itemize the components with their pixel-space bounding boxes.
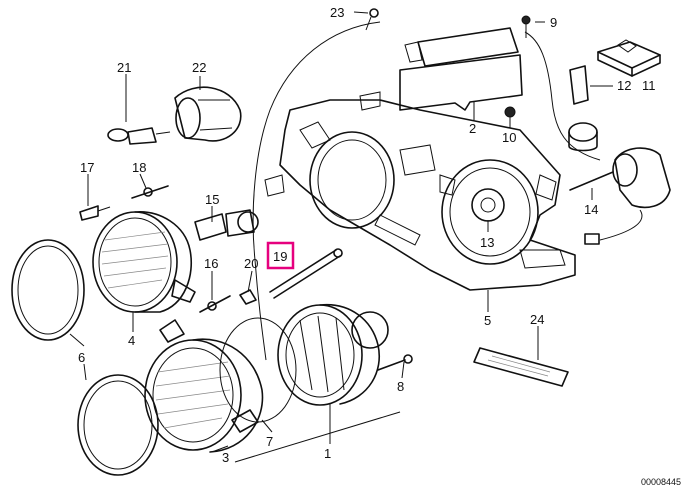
screw-17 xyxy=(79,205,111,221)
part-labels: 23 9 21 22 12 11 2 10 17 18 15 14 13 19 … xyxy=(78,5,681,487)
label-15: 15 xyxy=(205,192,219,207)
label-13: 13 xyxy=(480,235,494,250)
label-plate-24 xyxy=(473,347,569,387)
label-9: 9 xyxy=(550,15,557,30)
label-14: 14 xyxy=(584,202,598,217)
screw-16 xyxy=(199,295,231,313)
clip-12 xyxy=(569,65,589,105)
label-19: 19 xyxy=(273,249,287,264)
plug-housing-11 xyxy=(597,39,661,77)
label-1: 1 xyxy=(324,446,331,461)
label-22: 22 xyxy=(192,60,206,75)
nut-10 xyxy=(504,106,516,118)
reflector-1 xyxy=(277,303,389,406)
label-24: 24 xyxy=(530,312,544,327)
adjuster-screw-18 xyxy=(131,185,169,199)
label-20: 20 xyxy=(244,256,258,271)
spring-clip-20 xyxy=(239,289,257,305)
wire-to-plug xyxy=(524,31,601,161)
label-3: 3 xyxy=(222,450,229,465)
bulb-21 xyxy=(107,127,171,145)
label-5: 5 xyxy=(484,313,491,328)
lamp-unit-4 xyxy=(92,211,196,313)
bulb-socket-22 xyxy=(174,86,242,142)
document-id: 00008445 xyxy=(641,477,681,487)
adjuster-rod-19 xyxy=(269,248,343,299)
label-21: 21 xyxy=(117,60,131,75)
headlight-3 xyxy=(144,319,264,453)
wiring-loop xyxy=(252,21,381,361)
headlight-housing-5 xyxy=(264,99,576,291)
label-17: 17 xyxy=(80,160,94,175)
trim-ring-6b xyxy=(77,374,159,476)
screw-8 xyxy=(377,354,413,371)
screw-9 xyxy=(521,15,531,38)
control-module-2 xyxy=(359,27,523,111)
label-12: 12 xyxy=(617,78,631,93)
label-16: 16 xyxy=(204,256,218,271)
connector-socket xyxy=(568,122,598,152)
screw-23 xyxy=(365,8,379,31)
leader-lines xyxy=(69,11,613,463)
label-4: 4 xyxy=(128,333,135,348)
bulb-15 xyxy=(194,209,259,241)
trim-ring-6 xyxy=(11,239,85,341)
bulb-holder-13 xyxy=(471,188,505,222)
label-6: 6 xyxy=(78,350,85,365)
label-11: 11 xyxy=(642,78,656,93)
adjuster-motor-14 xyxy=(569,147,671,245)
label-7: 7 xyxy=(266,434,273,449)
label-18: 18 xyxy=(132,160,146,175)
label-8: 8 xyxy=(397,379,404,394)
gasket-7 xyxy=(219,317,297,423)
label-10: 10 xyxy=(502,130,516,145)
label-2: 2 xyxy=(469,121,476,136)
highlight-box-19 xyxy=(266,241,295,270)
label-23: 23 xyxy=(330,5,344,20)
